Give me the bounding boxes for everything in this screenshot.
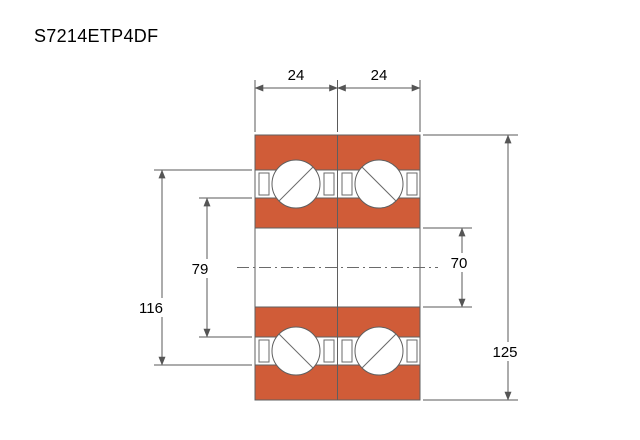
cage-pocket <box>323 172 335 196</box>
cage-pocket <box>341 172 353 196</box>
dim-label-outer-shoulder: 116 <box>139 300 163 317</box>
contact-angle-line <box>278 333 314 369</box>
cage-pocket <box>323 339 335 363</box>
bearing-cross-section <box>237 134 438 401</box>
dimension-outer-diameter: 125 <box>423 134 526 401</box>
dim-label-width-right: 24 <box>371 67 388 84</box>
label-background <box>185 259 215 278</box>
label-background <box>134 298 170 317</box>
dimension-outer-shoulder: 116 <box>134 169 252 366</box>
cage-pocket <box>258 339 270 363</box>
cage-pocket <box>406 172 418 196</box>
cage-pocket <box>258 172 270 196</box>
dimension-inner-shoulder: 79 <box>185 197 252 338</box>
label-background <box>443 253 475 272</box>
dim-label-outer-diameter: 125 <box>492 344 517 361</box>
contact-angle-line <box>361 166 397 202</box>
contact-angle-line <box>278 166 314 202</box>
dimension-bore: 70 <box>423 227 475 308</box>
dim-label-inner-shoulder: 79 <box>192 261 209 278</box>
contact-angle-line <box>361 333 397 369</box>
cage-pocket <box>341 339 353 363</box>
dim-label-width-left: 24 <box>288 67 305 84</box>
dim-label-bore: 70 <box>451 255 468 272</box>
part-number-title: S7214ETP4DF <box>34 26 159 46</box>
label-background <box>486 342 526 361</box>
dimension-top-widths: 24 24 <box>254 67 421 132</box>
cage-pocket <box>406 339 418 363</box>
